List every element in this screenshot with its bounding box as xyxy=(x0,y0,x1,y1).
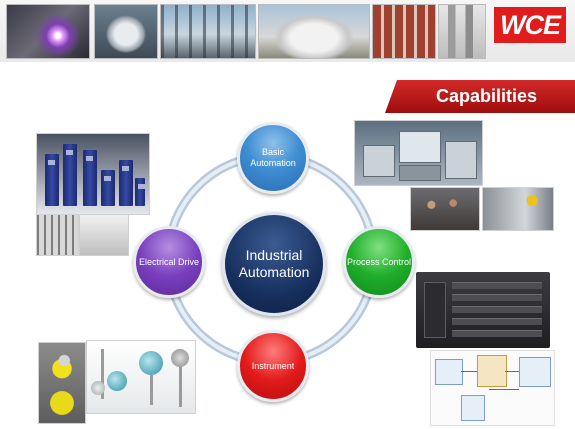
node-electrical-drive: Electrical Drive xyxy=(133,226,205,298)
plc-hardware-photo xyxy=(354,120,483,186)
industrial-server-photo xyxy=(416,272,550,348)
control-panel-photo xyxy=(36,214,79,256)
banner-photo-refinery xyxy=(372,4,436,59)
company-logo: WCE xyxy=(494,7,566,43)
inverter-cabinets-photo xyxy=(36,133,150,215)
instrument-sensors-photo xyxy=(86,340,196,414)
node-process-control: Process Control xyxy=(343,226,415,298)
banner-photo-plant xyxy=(160,4,256,59)
banner-photo-tank xyxy=(258,4,370,59)
top-banner: WCE xyxy=(0,0,575,62)
network-architecture-diagram xyxy=(430,350,555,426)
node-instrument: Instrument xyxy=(237,330,309,402)
switchgear-photo xyxy=(79,214,129,256)
node-basic-automation: Basic Automation xyxy=(237,122,309,194)
banner-photo-valve xyxy=(94,4,158,59)
capabilities-title: Capabilities xyxy=(435,86,537,106)
banner-photo-welding xyxy=(6,4,90,59)
field-engineer-photo xyxy=(482,187,554,231)
banner-photo-chimneys xyxy=(438,4,486,59)
industrial-automation-hub: Industrial Automation xyxy=(222,212,326,316)
technicians-photo xyxy=(38,342,86,424)
engineers-team-photo xyxy=(410,187,480,231)
capabilities-label: Capabilities xyxy=(385,80,575,113)
